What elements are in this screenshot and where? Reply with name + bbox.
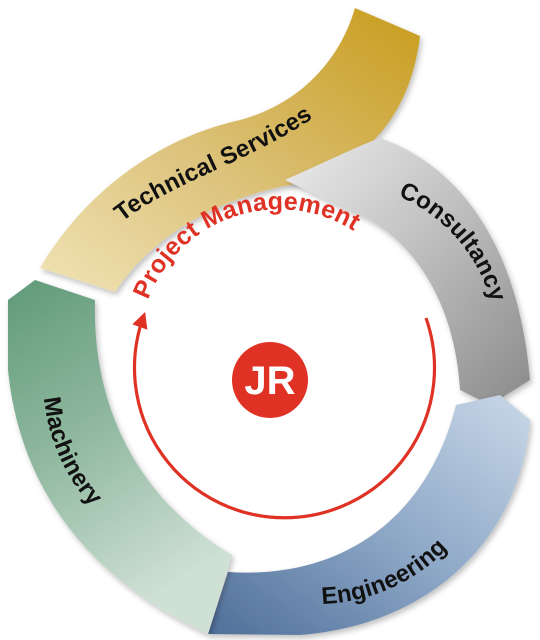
jr-logo: JR: [232, 342, 308, 418]
jr-logo-text: JR: [244, 359, 295, 403]
segment-technical-services: [40, 8, 420, 292]
segment-engineering: [208, 395, 530, 635]
segment-machinery: [8, 280, 232, 634]
segment-consultancy: [285, 138, 530, 405]
center-cycle-arrow: [132, 311, 437, 520]
